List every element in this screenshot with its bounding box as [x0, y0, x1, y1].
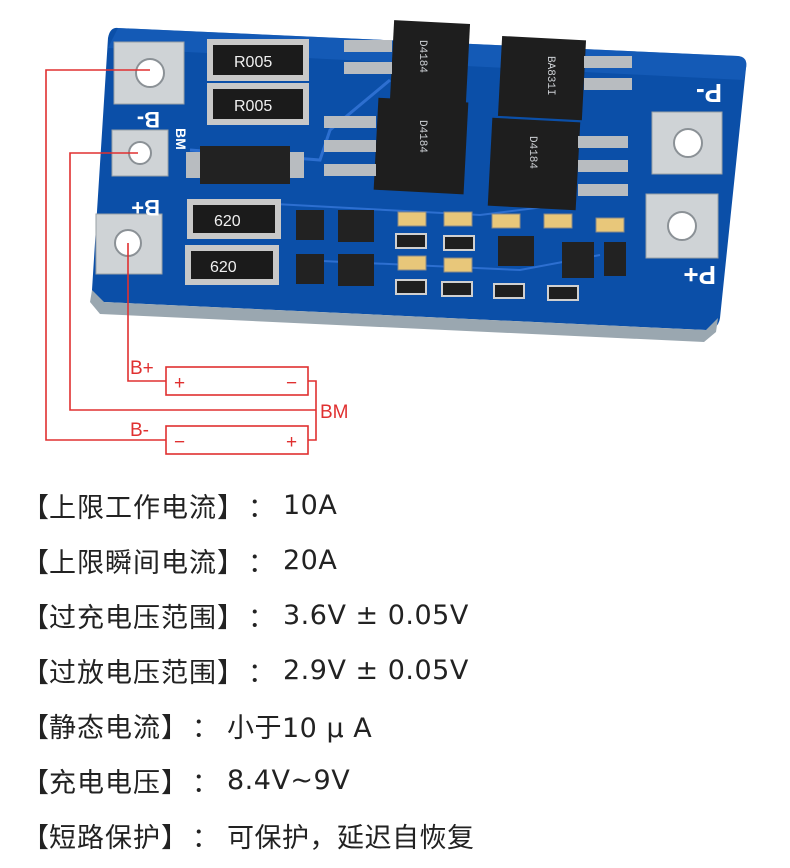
colon: ：: [192, 823, 219, 854]
bracket-open: 【: [22, 713, 49, 744]
diode: [186, 146, 304, 184]
svg-text:620: 620: [210, 259, 237, 276]
silk-b-plus: B+: [131, 195, 160, 220]
spec-value: 2.9V ± 0.05V: [283, 655, 469, 686]
svg-text:BA831I: BA831I: [544, 56, 556, 96]
ic-small-5: [498, 236, 534, 266]
bracket-open: 【: [22, 658, 49, 689]
svg-text:D4184: D4184: [526, 136, 538, 169]
pad-p-plus: [645, 193, 719, 259]
spec-label: 上限瞬间电流: [49, 548, 217, 579]
spec-value: 小于10 μ A: [227, 713, 373, 744]
wire-label-bm: BM: [320, 402, 349, 423]
colon: ：: [248, 548, 275, 579]
spec-row: 【 静态电流 】 ： 小于10 μ A: [22, 698, 782, 753]
wire-label-b-plus: B+: [130, 358, 154, 379]
svg-text:D4184: D4184: [416, 40, 428, 73]
wiring-diagram: [45, 69, 317, 441]
colon: ：: [248, 658, 275, 689]
spec-value: 可保护，延迟自恢复: [227, 823, 475, 854]
battery-cell-2: − +: [165, 425, 309, 455]
resistor-r005-top: R005: [207, 39, 309, 81]
pcb-wiring-figure: B- BM B+ P- P+ R005 R005 D4184 BA831I D4…: [45, 20, 747, 455]
spec-row: 【 充电电压 】 ： 8.4V~9V: [22, 753, 782, 808]
resistor-620-bottom: 620: [185, 245, 279, 285]
spec-label: 静态电流: [49, 713, 161, 744]
spec-row: 【 过充电压范围 】 ： 3.6V ± 0.05V: [22, 588, 782, 643]
bracket-close: 】: [217, 493, 244, 524]
spec-label: 上限工作电流: [49, 493, 217, 524]
ic-small-4: [338, 254, 374, 286]
spec-label: 短路保护: [49, 823, 161, 854]
resistor-620-top: 620: [187, 199, 281, 239]
silk-bm: BM: [173, 128, 189, 150]
colon: ：: [248, 493, 275, 524]
svg-text:D4184: D4184: [416, 120, 428, 153]
silk-p-plus: P+: [683, 260, 716, 290]
svg-text:620: 620: [214, 213, 241, 230]
spec-row: 【 短路保护 】 ： 可保护，延迟自恢复: [22, 808, 782, 863]
silk-p-minus: P-: [696, 78, 722, 108]
bracket-open: 【: [22, 493, 49, 524]
spec-value: 20A: [283, 545, 338, 576]
silk-b-minus: B-: [137, 107, 160, 132]
ic-small-2: [338, 210, 374, 242]
mosfet-top-right: BA831I: [497, 35, 632, 121]
smd-resistors: [395, 233, 579, 301]
wire-label-b-minus: B-: [130, 420, 149, 441]
svg-text:R005: R005: [234, 98, 272, 115]
spec-value: 10A: [283, 490, 338, 521]
resistor-r005-bottom: R005: [207, 83, 309, 125]
mosfet-bottom-left: D4184: [324, 97, 469, 195]
svg-text:R005: R005: [234, 54, 272, 71]
spec-row: 【 上限瞬间电流 】 ： 20A: [22, 533, 782, 588]
ic-small-6: [562, 242, 594, 278]
pad-b-plus: [95, 213, 163, 275]
spec-row: 【 过放电压范围 】 ： 2.9V ± 0.05V: [22, 643, 782, 698]
svg-text:−: −: [286, 373, 297, 394]
mosfet-top-left: D4184: [344, 20, 471, 104]
spec-value: 8.4V~9V: [227, 765, 351, 796]
ic-small-3: [296, 254, 324, 284]
bracket-open: 【: [22, 548, 49, 579]
svg-text:−: −: [174, 432, 185, 453]
smd-passives: [397, 211, 625, 273]
colon: ：: [248, 603, 275, 634]
svg-text:+: +: [286, 432, 297, 453]
pad-p-minus: [651, 111, 723, 175]
spec-label: 过放电压范围: [49, 658, 217, 689]
spec-label: 过充电压范围: [49, 603, 217, 634]
bracket-close: 】: [161, 823, 188, 854]
bracket-open: 【: [22, 603, 49, 634]
spec-value: 3.6V ± 0.05V: [283, 600, 469, 631]
bracket-open: 【: [22, 768, 49, 799]
mosfet-bottom-right: D4184: [487, 117, 628, 211]
bracket-close: 】: [217, 548, 244, 579]
colon: ：: [192, 768, 219, 799]
spec-label: 充电电压: [49, 768, 161, 799]
ic-small-1: [296, 210, 324, 240]
bracket-open: 【: [22, 823, 49, 854]
bracket-close: 】: [217, 658, 244, 689]
ic-small-7: [604, 242, 626, 276]
colon: ：: [192, 713, 219, 744]
pad-b-minus: [113, 41, 185, 105]
battery-cell-1: + −: [165, 366, 309, 396]
bracket-close: 】: [161, 768, 188, 799]
bracket-close: 】: [217, 603, 244, 634]
spec-list: 【 上限工作电流 】 ： 10A 【 上限瞬间电流 】 ： 20A 【 过充电压…: [22, 478, 782, 863]
bracket-close: 】: [161, 713, 188, 744]
spec-row: 【 上限工作电流 】 ： 10A: [22, 478, 782, 533]
svg-text:+: +: [174, 373, 185, 394]
